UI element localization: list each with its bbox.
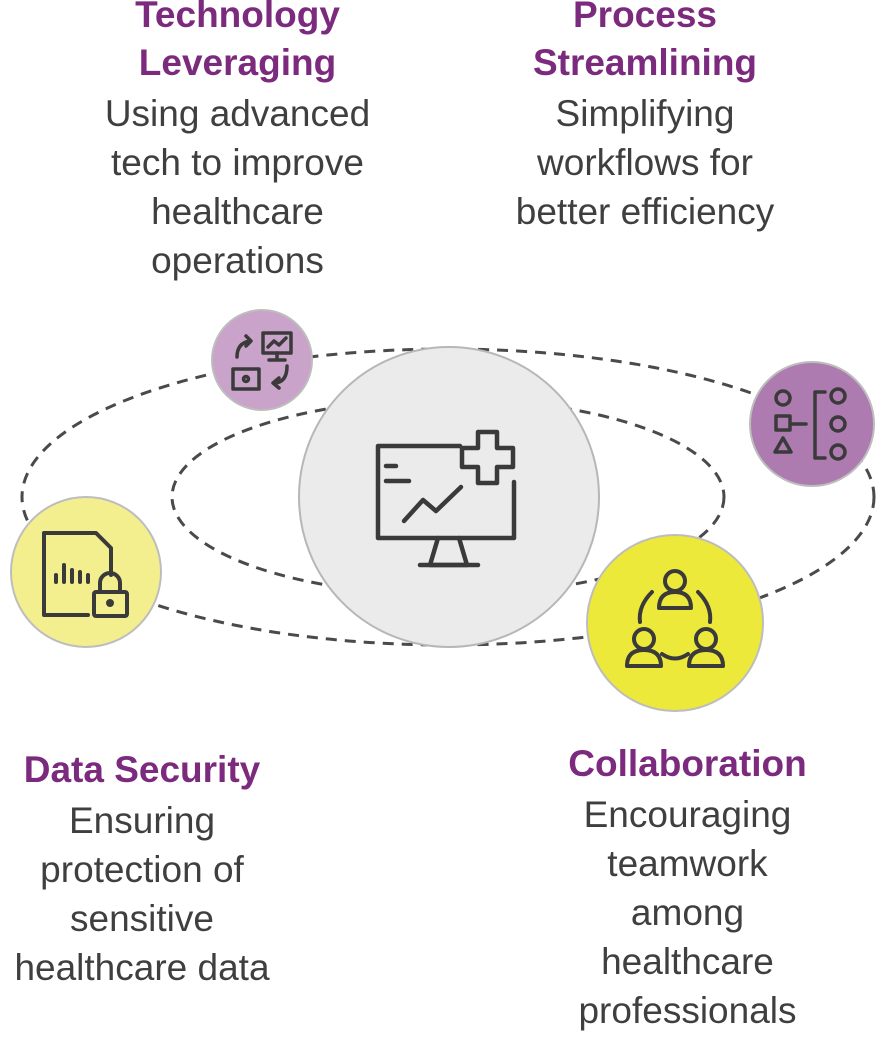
- document-lock-icon: [42, 531, 129, 618]
- collaboration-block: Collaboration Encouraging teamwork among…: [540, 740, 835, 1035]
- security-title: Data Security: [23, 749, 261, 790]
- technology-title: Technology Leveraging: [135, 0, 340, 83]
- security-description: Ensuring protection of sensitive healthc…: [14, 800, 270, 988]
- collaboration-description: Encouraging teamwork among healthcare pr…: [578, 794, 797, 1031]
- security-circle: [10, 496, 162, 648]
- collaboration-title: Collaboration: [568, 743, 807, 784]
- process-block: Process Streamlining Simplifying workflo…: [480, 0, 810, 236]
- technology-block: Technology Leveraging Using advanced tec…: [85, 0, 390, 285]
- workflow-shapes-icon: [773, 387, 847, 461]
- process-circle: [749, 361, 875, 487]
- team-network-icon: [625, 569, 725, 668]
- security-block: Data Security Ensuring protection of sen…: [0, 746, 284, 992]
- technology-description: Using advanced tech to improve healthcar…: [104, 93, 371, 281]
- process-title: Process Streamlining: [532, 0, 758, 83]
- tech-exchange-icon: [231, 331, 293, 391]
- technology-circle: [211, 309, 313, 411]
- process-description: Simplifying workflows for better efficie…: [515, 93, 775, 232]
- healthcare-monitor-icon: [375, 429, 517, 568]
- collaboration-circle: [586, 534, 764, 712]
